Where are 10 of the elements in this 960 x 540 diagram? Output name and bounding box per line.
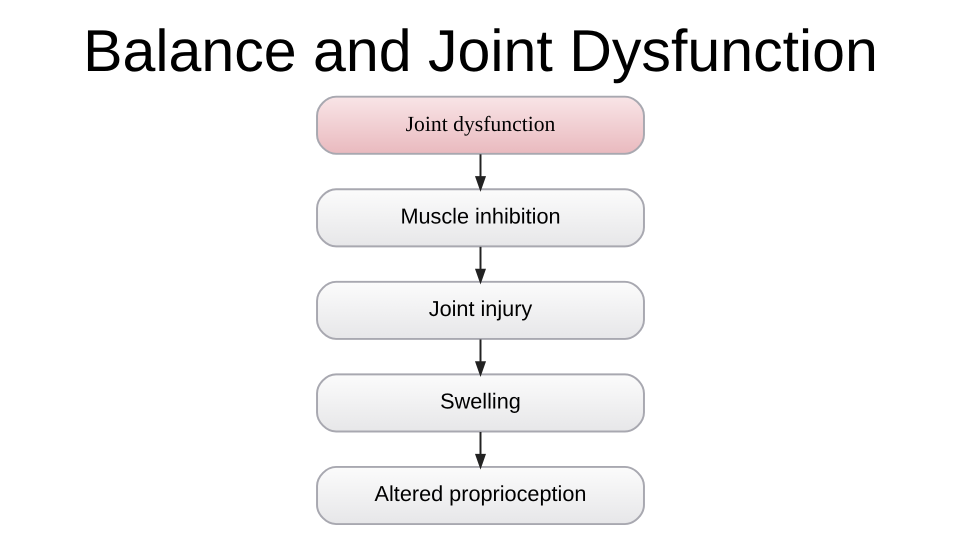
node-box: Altered proprioception <box>316 466 644 526</box>
arrow <box>474 154 486 192</box>
arrow <box>474 432 486 470</box>
arrow <box>474 246 486 284</box>
arrow <box>474 339 486 378</box>
diagram-title: Balance and Joint Dysfunction <box>82 18 878 84</box>
node-box: Joint dysfunction <box>316 96 644 155</box>
node-box: Joint injury <box>316 280 644 340</box>
node-box: Swelling <box>316 373 644 432</box>
node-box: Muscle inhibition <box>316 188 644 248</box>
